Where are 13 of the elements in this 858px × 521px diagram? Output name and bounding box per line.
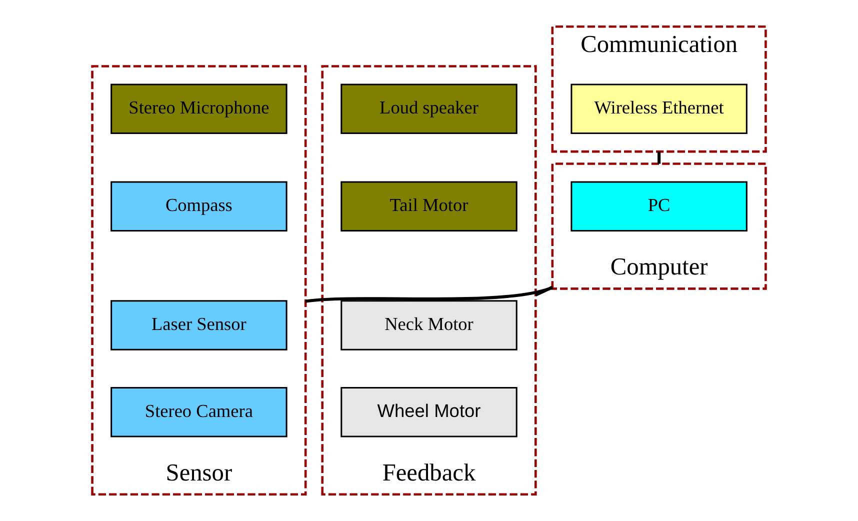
node-box: Laser Sensor	[110, 300, 288, 350]
node-box: PC	[570, 181, 748, 232]
node-box: Stereo Microphone	[110, 84, 288, 134]
connector	[535, 286, 554, 296]
node-box: Stereo Camera	[110, 386, 288, 438]
connector	[305, 286, 553, 303]
node-box: Wheel Motor	[340, 386, 518, 438]
node-box: Loud speaker	[340, 84, 518, 134]
node-box: Neck Motor	[340, 300, 518, 350]
node-box: Compass	[110, 181, 288, 232]
node-box: Tail Motor	[340, 181, 518, 232]
node-box: Wireless Ethernet	[570, 84, 748, 134]
connector	[658, 152, 661, 164]
